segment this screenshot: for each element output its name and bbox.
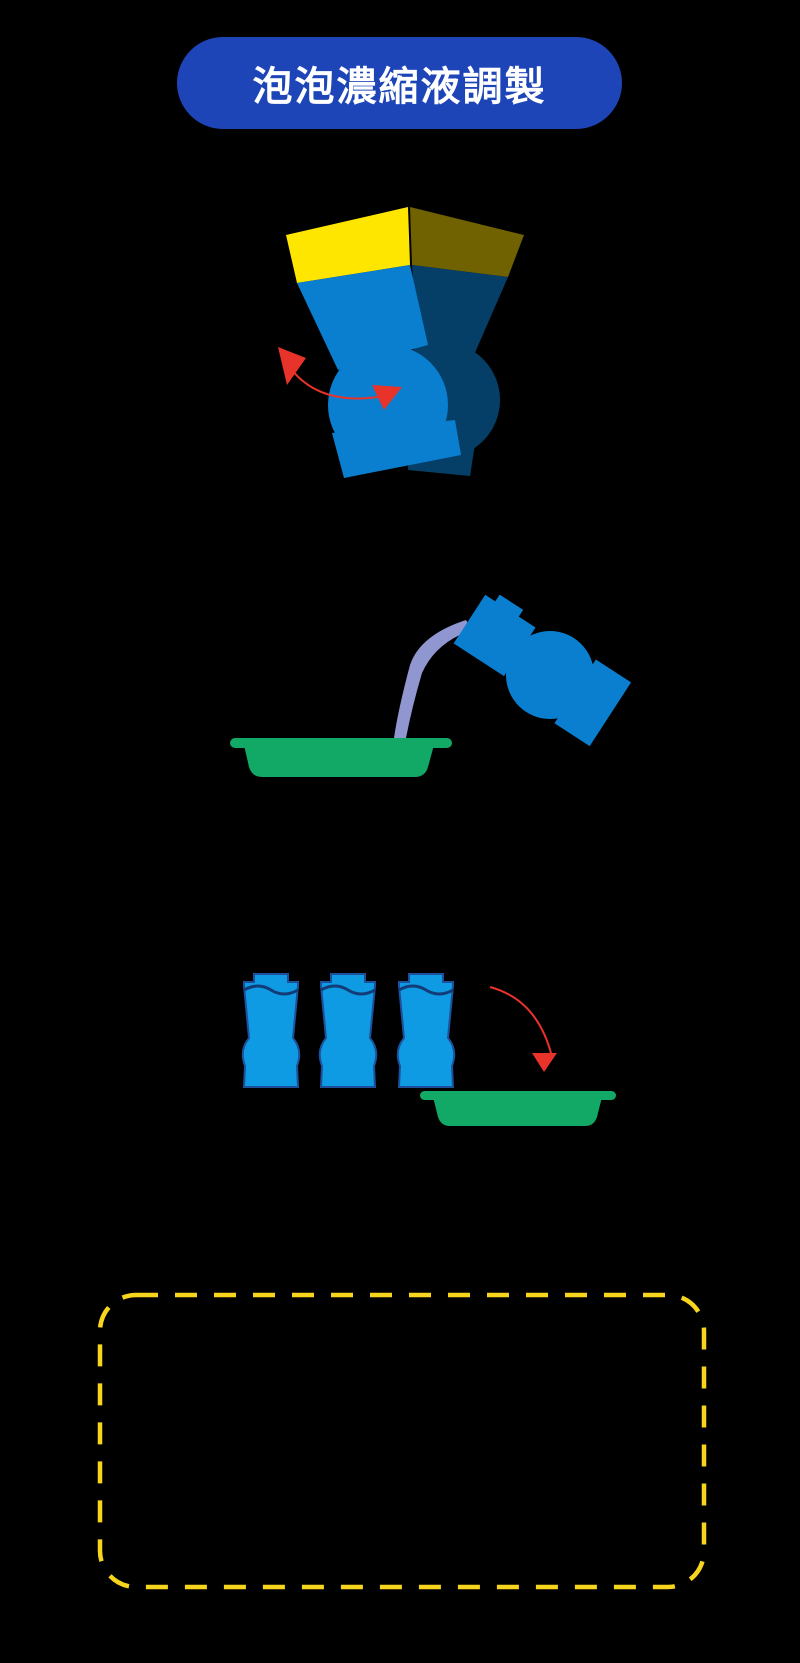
drop-arrow-curve	[490, 987, 552, 1057]
page-title: 泡泡濃縮液調製	[253, 54, 547, 112]
pour-into-tray-illustration	[220, 595, 640, 795]
three-bottles-to-tray-illustration	[240, 960, 620, 1135]
tray-base	[244, 745, 434, 777]
empty-answer-box	[95, 1290, 709, 1592]
tilted-bottle	[444, 595, 635, 751]
small-bottle-3	[398, 974, 455, 1087]
small-bottle-1	[243, 974, 300, 1087]
tray-base	[433, 1097, 602, 1126]
drop-arrow-head	[532, 1053, 557, 1072]
dashed-border	[100, 1295, 704, 1587]
small-bottle-2	[320, 974, 377, 1087]
bottle-shadow-cap	[410, 207, 524, 277]
shake-bottle-illustration	[260, 195, 540, 485]
title-banner: 泡泡濃縮液調製	[177, 37, 622, 129]
green-tray-small	[420, 1091, 616, 1126]
drop-arrow	[490, 987, 557, 1072]
green-tray	[230, 738, 452, 777]
